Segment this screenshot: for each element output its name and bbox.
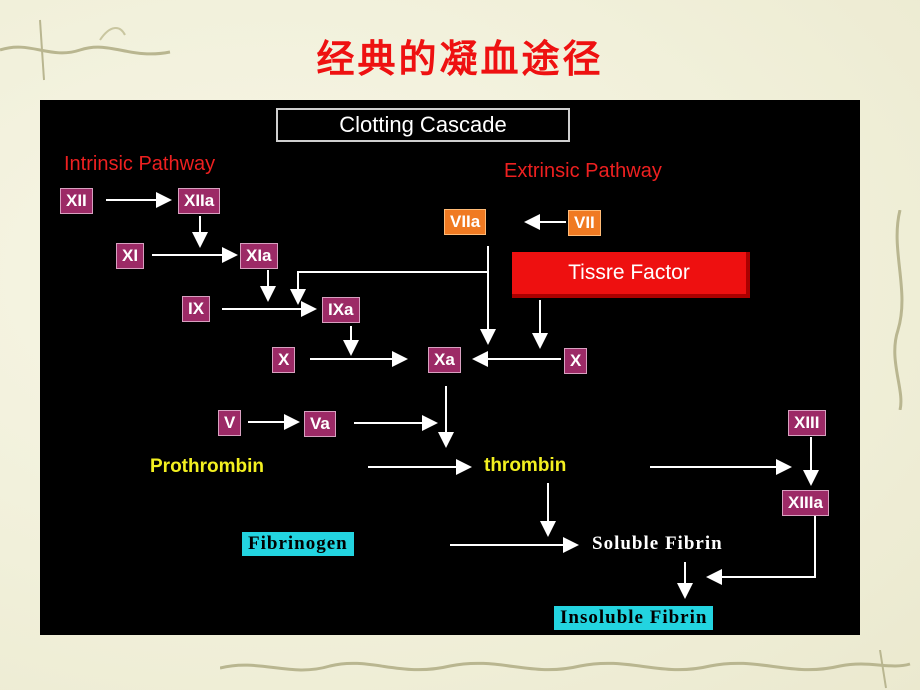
extrinsic-pathway-label: Extrinsic Pathway <box>504 160 662 182</box>
clotting-cascade-diagram: Clotting Cascade Intrinsic Pathway Extri… <box>40 100 860 635</box>
decorative-vine-top <box>0 19 171 81</box>
factor-xii: XII <box>60 188 93 214</box>
factor-xiia: XIIa <box>178 188 221 214</box>
factor-xiii: XIII <box>788 410 826 436</box>
decorative-vine-bottom <box>220 650 911 689</box>
soluble-fibrin-label: Soluble Fibrin <box>592 533 723 554</box>
intrinsic-pathway-label: Intrinsic Pathway <box>64 153 216 175</box>
prothrombin-label: Prothrombin <box>150 456 264 477</box>
cascade-title: Clotting Cascade <box>276 108 570 142</box>
thrombin-label: thrombin <box>484 455 567 476</box>
arrow-viia-branch <box>290 271 488 305</box>
slide-title: 经典的凝血途径 <box>316 36 604 81</box>
factor-x-right: X <box>564 348 588 374</box>
factor-v: V <box>218 410 242 436</box>
factor-ix: IX <box>182 296 211 322</box>
factor-ixa: IXa <box>322 297 360 323</box>
factor-x-left: X <box>272 347 296 373</box>
fibrinogen-label: Fibrinogen <box>242 532 354 556</box>
arrow-xiiia-to-fibrin <box>706 514 816 585</box>
tissue-factor: Tissre Factor <box>512 252 750 298</box>
decorative-vine-right <box>893 210 904 410</box>
factor-viia: VIIa <box>444 209 487 235</box>
factor-vii: VII <box>568 210 601 236</box>
insoluble-fibrin-label: Insoluble Fibrin <box>554 606 714 630</box>
factor-xiiia: XIIIa <box>782 490 829 516</box>
factor-xia: XIa <box>240 243 278 269</box>
arrow-layer <box>106 192 819 599</box>
factor-xi: XI <box>116 243 145 269</box>
factor-xa: Xa <box>428 347 461 373</box>
factor-va: Va <box>304 411 336 437</box>
